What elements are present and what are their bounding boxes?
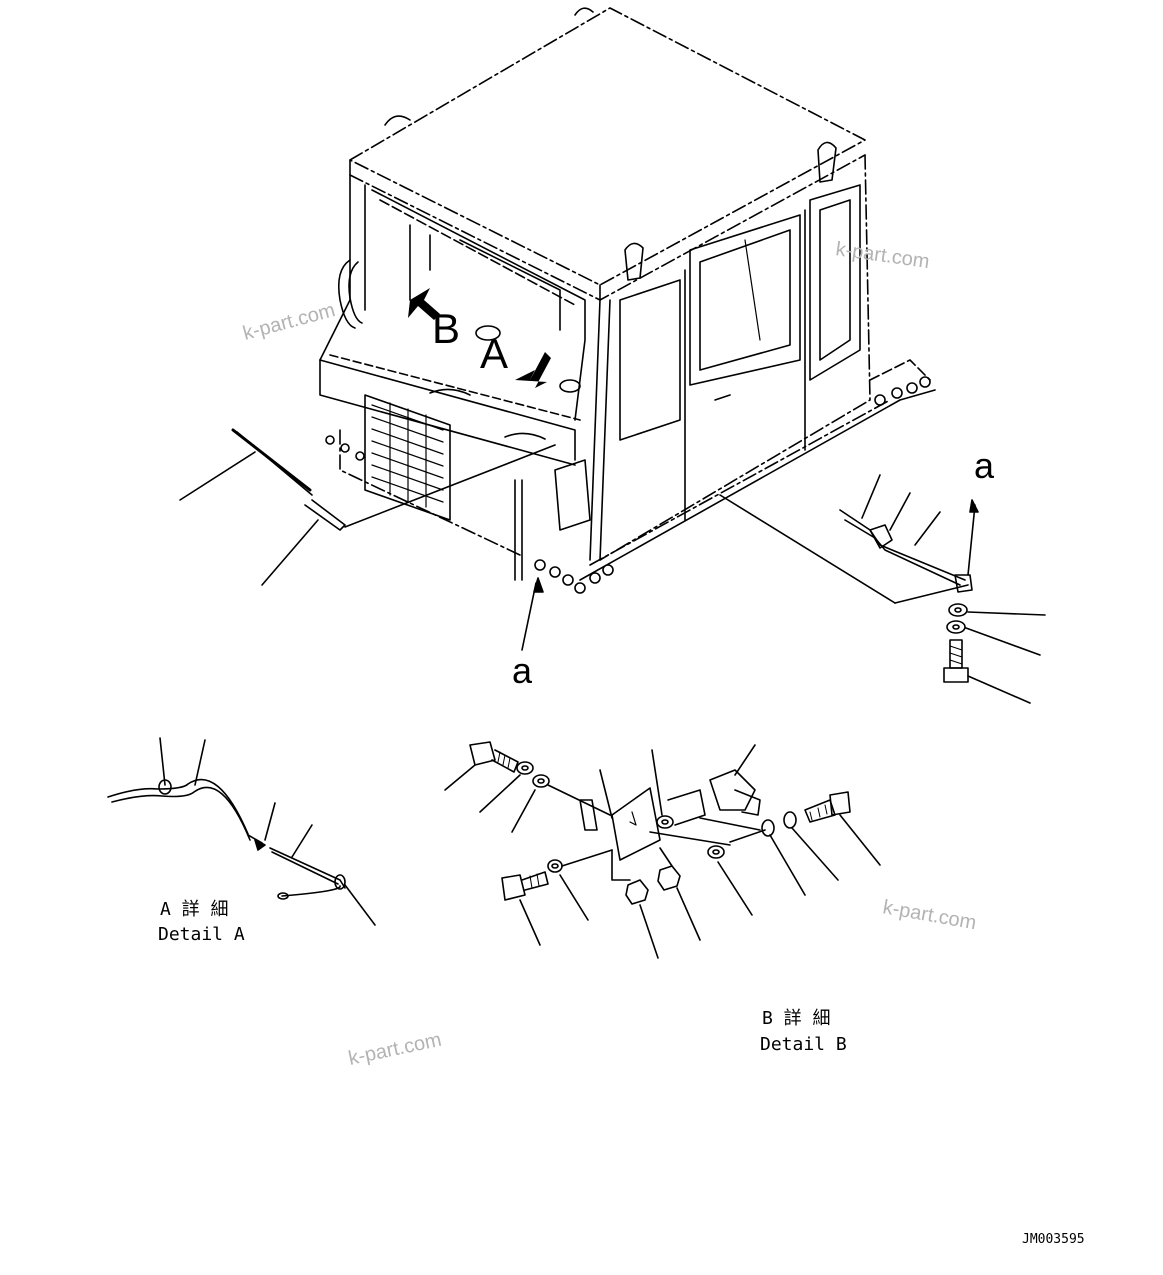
- reference-label-a-bottom: a: [512, 650, 533, 691]
- view-label-b: B: [432, 305, 460, 352]
- detail-b-mount: [444, 741, 881, 959]
- corner-bolts: [325, 376, 931, 594]
- drawing-number: JM003595: [1022, 1232, 1085, 1247]
- watermark: k-part.com: [241, 299, 338, 345]
- detail-a-title-jp: A 詳 細: [160, 899, 229, 920]
- radiator-grille: [364, 394, 451, 521]
- view-arrow-b: [408, 288, 440, 320]
- watermark: k-part.com: [834, 238, 931, 273]
- view-arrow-a: [515, 352, 551, 388]
- washer-nozzle-assembly: [719, 474, 1046, 704]
- watermark: k-part.com: [346, 1029, 443, 1070]
- detail-b-title-en: Detail B: [760, 1034, 847, 1055]
- reference-label-a-right: a: [974, 445, 995, 486]
- view-label-a: A: [480, 330, 508, 377]
- detail-a-title-en: Detail A: [158, 924, 245, 945]
- reference-arrow-a-bottom: [521, 577, 544, 651]
- wiper-blade: [179, 428, 556, 586]
- detail-a-hose: [107, 737, 376, 926]
- watermark: k-part.com: [881, 896, 978, 934]
- cab-assembly: [319, 7, 936, 594]
- detail-b-title-jp: B 詳 細: [762, 1008, 831, 1029]
